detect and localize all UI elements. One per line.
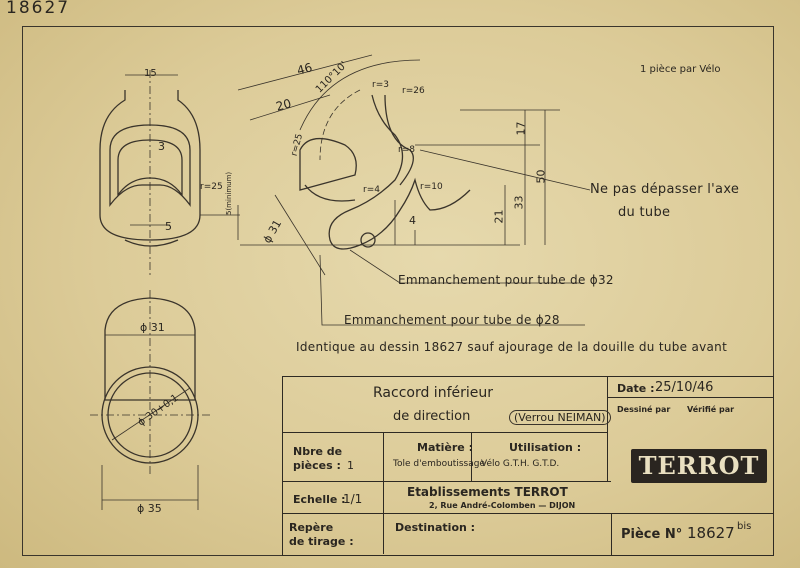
bottom-view-outline bbox=[104, 297, 196, 401]
identical-note: Identique au dessin 18627 sauf ajourage … bbox=[296, 340, 728, 354]
sheet-number: 18627 bbox=[6, 0, 71, 18]
dim-50: 50 bbox=[534, 169, 548, 184]
fit-32-note: Emmanchement pour tube de ϕ32 bbox=[398, 273, 614, 287]
side-view-outline bbox=[328, 94, 471, 250]
dim-r4: r=4 bbox=[363, 185, 380, 195]
destination-label: Destination : bbox=[395, 521, 476, 534]
dim-dia-31: ϕ 31 bbox=[140, 321, 165, 334]
axis-note-line2: du tube bbox=[618, 205, 671, 220]
piece-label: Pièce N° bbox=[621, 527, 683, 542]
title-line2: de direction bbox=[393, 409, 471, 424]
date-value: 25/10/46 bbox=[655, 380, 714, 395]
checked-label: Vérifié par bbox=[687, 405, 735, 414]
terrot-logo: TERROT bbox=[631, 449, 767, 483]
utilisation-value: Vélo G.T.H. G.T.D. bbox=[481, 459, 560, 469]
echelle-label: Echelle : bbox=[293, 493, 346, 506]
dim-17: 17 bbox=[514, 121, 528, 136]
top-view-outline bbox=[99, 90, 201, 241]
dim-r3: r=3 bbox=[372, 80, 389, 90]
fit-28-note: Emmanchement pour tube de ϕ28 bbox=[344, 313, 560, 327]
pieces-note: 1 pièce par Vélo bbox=[640, 64, 721, 75]
dim-dia-35: ϕ 35 bbox=[137, 502, 162, 515]
dim-r10: r=10 bbox=[420, 182, 443, 192]
piece-value: 18627 bbox=[687, 524, 735, 542]
dim-slot: 3 bbox=[158, 140, 165, 153]
date-label: Date : bbox=[617, 382, 655, 395]
title-note: (Verrou NEIMAN) bbox=[509, 410, 611, 425]
top-view-inner bbox=[109, 124, 191, 207]
dim-width-5: 5 bbox=[165, 220, 172, 233]
repere-label2: de tirage : bbox=[289, 535, 354, 548]
drawn-label: Dessiné par bbox=[617, 405, 671, 414]
echelle-value: 1/1 bbox=[343, 492, 363, 506]
matiere-label: Matière : bbox=[417, 441, 473, 454]
company-name: Etablissements TERROT bbox=[407, 485, 568, 499]
matiere-value: Tole d'emboutissage bbox=[393, 459, 485, 469]
dim-radius-25: r=25 bbox=[200, 182, 223, 192]
nbre-label1: Nbre de bbox=[293, 445, 343, 458]
nbre-value: 1 bbox=[347, 459, 354, 472]
dim-r26: r=26 bbox=[402, 86, 425, 96]
title-line1: Raccord inférieur bbox=[373, 385, 493, 401]
dim-top-width: 15 bbox=[144, 68, 157, 79]
piece-suffix: bis bbox=[737, 521, 752, 532]
nbre-label2: pièces : bbox=[293, 459, 341, 472]
dim-r8: r=8 bbox=[398, 145, 415, 155]
dim-21: 21 bbox=[492, 209, 506, 224]
dim-33: 33 bbox=[512, 195, 526, 210]
axis-note-line1: Ne pas dépasser l'axe bbox=[590, 182, 740, 197]
dim-min: 5(minimum) bbox=[225, 171, 233, 215]
company-address: 2, Rue André-Colomben — DIJON bbox=[429, 501, 576, 510]
repere-label1: Repère bbox=[289, 521, 334, 534]
dim-4: 4 bbox=[409, 214, 416, 227]
title-block: Raccord inférieur de direction (Verrou N… bbox=[282, 376, 774, 556]
utilisation-label: Utilisation : bbox=[509, 441, 582, 454]
